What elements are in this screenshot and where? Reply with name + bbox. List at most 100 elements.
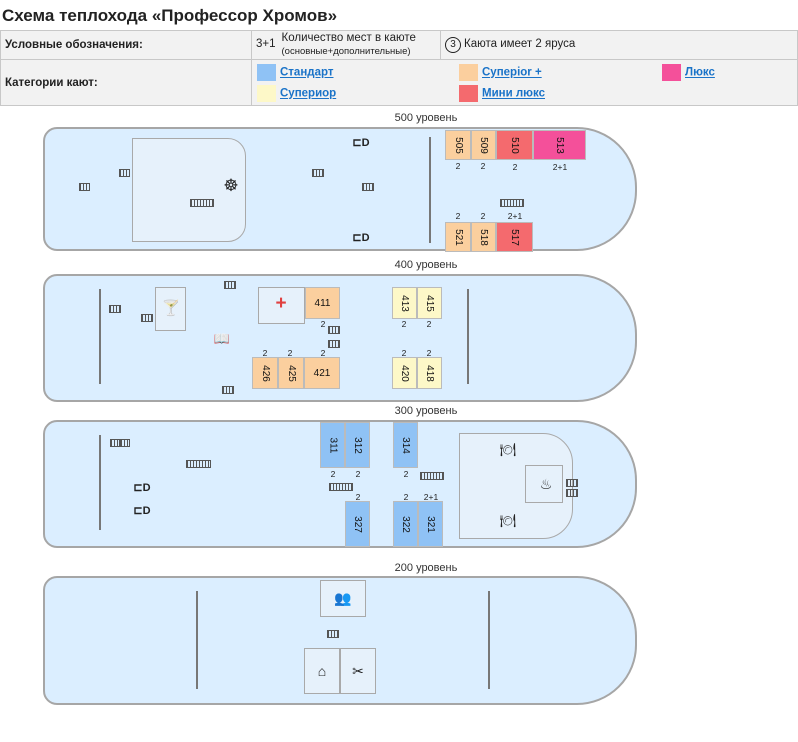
cabin-311-places: 2 [330,469,336,479]
cabin-513[interactable]: 513 [533,130,586,160]
lifeboat-icon: ⊏D [352,136,370,149]
cabin-505[interactable]: 505 [445,130,471,160]
cabin-518-places: 2 [480,211,486,221]
cabin-322[interactable]: 322 [393,501,418,547]
cabin-521-places: 2 [455,211,461,221]
stairs-icon [186,460,211,468]
salon-room [340,648,376,694]
stairs-icon [312,169,324,177]
kitchen-room [525,465,563,503]
stairs-icon [224,281,236,289]
cocktail-icon: 🍸 [161,300,181,317]
lifeboat-icon: ⊏D [133,481,151,494]
cabin-415[interactable]: 415 [417,287,442,319]
stairs-icon [362,183,374,191]
cabin-415-places: 2 [426,319,432,329]
cabin-418[interactable]: 418 [417,357,442,389]
deck-300-label: 300 уровень [394,405,458,417]
legend-item-superior[interactable]: Супериор [257,85,336,102]
lifeboat-icon: ⊏D [352,231,370,244]
tier-circle-icon: 3 [445,37,461,53]
deck-400-label: 400 уровень [394,259,458,271]
cabin-418-places: 2 [426,348,432,358]
stairs-icon [79,183,90,191]
cabin-426[interactable]: 426 [252,357,278,389]
medical-room [258,287,305,324]
cabin-327[interactable]: 327 [345,501,370,547]
cabin-413[interactable]: 413 [392,287,417,319]
medical-cross-icon: + [275,293,287,314]
cabin-420[interactable]: 420 [392,357,417,389]
cabin-518[interactable]: 518 [471,222,496,252]
cabin-517-places: 2+1 [507,211,523,221]
stairs-icon [109,305,121,313]
cabin-521[interactable]: 521 [445,222,471,252]
cabin-510-places: 2 [512,162,518,172]
lifeboat-icon: ⊏D [133,504,151,517]
stairs-icon [119,169,130,177]
cabin-426-places: 2 [262,348,268,358]
hairdresser-icon: ✂ [352,662,364,679]
legend-symbols-label: Условные обозначения: [0,30,252,60]
stairs-icon [566,489,578,497]
cabin-425[interactable]: 425 [278,357,304,389]
cabin-312-places: 2 [355,469,361,479]
stairs-icon [222,386,234,394]
stairs-icon [420,472,444,480]
cabin-517[interactable]: 517 [496,222,533,252]
cabin-321[interactable]: 321 [418,501,443,547]
stairs-icon [327,630,339,638]
stairs-icon [110,439,120,447]
divider [99,435,101,530]
cabin-314-places: 2 [403,469,409,479]
cabin-312[interactable]: 312 [345,422,370,468]
ironing-room [304,648,340,694]
legend-table: Условные обозначения: 3+1 Количество мес… [0,30,798,106]
bar-room [155,287,186,331]
cabin-421-places: 2 [320,348,326,358]
stairs-icon [120,439,130,447]
library-book-icon: 📖 [213,331,231,346]
legend-places: 3+1 Количество мест в каюте(основные+доп… [251,30,441,60]
stairs-icon [328,340,340,348]
cabin-509[interactable]: 509 [471,130,496,160]
cabin-321-places: 2+1 [423,492,439,502]
legend-item-lux[interactable]: Люкс [662,64,715,81]
stairs-icon [500,199,524,207]
deck-400-hull [43,274,637,402]
stairs-icon [141,314,153,322]
cabin-322-places: 2 [403,492,409,502]
deck-500-wheelhouse [132,138,246,242]
cabin-311[interactable]: 311 [320,422,345,468]
cabin-509-places: 2 [480,161,486,171]
cabin-425-places: 2 [287,348,293,358]
legend-item-superior-plus[interactable]: Суперior + [459,64,542,81]
legend-categories: Стандарт Суперior + Люкс Супериор Мини л… [251,59,798,106]
cabin-314[interactable]: 314 [393,422,418,468]
cabin-413-places: 2 [401,319,407,329]
divider [99,289,101,384]
stairs-icon [190,199,214,207]
iron-icon: ⌂ [317,663,327,679]
stairs-icon [566,479,578,487]
divider [488,591,490,689]
cabin-513-places: 2+1 [552,162,568,172]
divider [196,591,198,689]
legend-item-mini-lux[interactable]: Мини люкс [459,85,545,102]
cabin-411-places: 2 [320,319,326,329]
deck-500-label: 500 уровень [394,112,458,124]
cabin-327-places: 2 [355,492,361,502]
conference-icon: 👥 [334,589,352,606]
divider [429,137,431,243]
cabin-505-places: 2 [455,161,461,171]
helm-wheel-icon: ☸ [223,176,239,195]
deck-200-label: 200 уровень [394,562,458,574]
restaurant-icon: 🍽 [499,513,517,528]
cabin-411[interactable]: 411 [305,287,340,319]
page-title: Схема теплохода «Профессор Хромов» [2,6,338,25]
cabin-421[interactable]: 421 [304,357,340,389]
restaurant-icon: 🍽 [499,442,517,457]
legend-item-standard[interactable]: Стандарт [257,64,333,81]
cabin-510[interactable]: 510 [496,130,533,160]
